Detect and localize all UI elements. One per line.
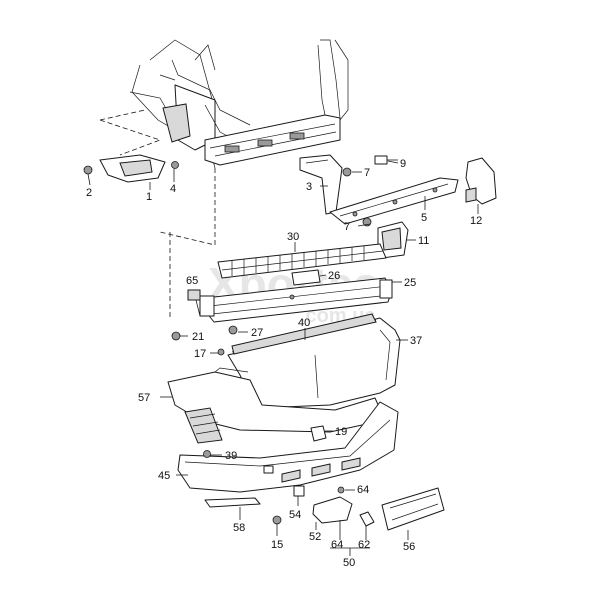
callout-57: 57 bbox=[138, 392, 150, 404]
callout-27: 27 bbox=[251, 327, 263, 339]
callout-4: 4 bbox=[170, 183, 176, 195]
part-nut bbox=[171, 161, 179, 169]
callout-65: 65 bbox=[186, 275, 198, 287]
callout-17: 17 bbox=[194, 348, 206, 360]
callout-2: 2 bbox=[86, 187, 92, 199]
leader-lines bbox=[149, 160, 479, 556]
callout-9: 9 bbox=[400, 158, 406, 170]
part-corner-bracket bbox=[465, 157, 497, 205]
body-rear-panel bbox=[129, 39, 349, 169]
callout-50: 50 bbox=[343, 557, 355, 569]
part-plate-bracket bbox=[381, 487, 445, 531]
callout-52: 52 bbox=[309, 531, 321, 543]
callout-11: 11 bbox=[418, 235, 429, 247]
callout-25: 25 bbox=[404, 277, 416, 289]
callout-56: 56 bbox=[403, 541, 415, 553]
callout-labels: 1 2 3 4 5 7 7 9 11 12 15 17 19 21 25 26 … bbox=[86, 158, 482, 569]
part-reflector bbox=[204, 497, 261, 508]
part-clip-62 bbox=[359, 511, 375, 527]
callout-26: 26 bbox=[328, 270, 340, 282]
part-left-bracket bbox=[83, 154, 166, 186]
callout-7-lower: 7 bbox=[344, 221, 350, 233]
callout-12: 12 bbox=[470, 215, 482, 227]
callout-45: 45 bbox=[158, 470, 170, 482]
part-side-rail bbox=[329, 177, 459, 225]
callout-5: 5 bbox=[421, 212, 427, 224]
callout-3: 3 bbox=[306, 181, 312, 193]
part-bolt bbox=[171, 325, 238, 341]
callout-54: 54 bbox=[289, 509, 301, 521]
callout-19: 19 bbox=[335, 426, 347, 438]
part-screw bbox=[217, 348, 225, 356]
callout-40: 40 bbox=[298, 317, 310, 329]
callout-21: 21 bbox=[192, 331, 204, 343]
part-cover-52 bbox=[312, 496, 353, 524]
part-lower-cover bbox=[167, 367, 386, 444]
callout-64-lower: 64 bbox=[331, 539, 343, 551]
part-clip bbox=[291, 269, 321, 286]
part-bolt-15 bbox=[272, 515, 282, 536]
callout-30: 30 bbox=[287, 231, 299, 243]
callout-15: 15 bbox=[271, 539, 283, 551]
callout-62: 62 bbox=[358, 539, 370, 551]
part-label bbox=[187, 289, 201, 301]
part-clip-64 bbox=[337, 486, 345, 494]
callout-39: 39 bbox=[225, 450, 237, 462]
callout-1: 1 bbox=[146, 191, 152, 203]
callout-37: 37 bbox=[410, 335, 422, 347]
part-bracket-54 bbox=[293, 485, 305, 497]
part-retainer-clip bbox=[310, 425, 327, 442]
part-crossmember bbox=[199, 277, 393, 323]
part-buffer bbox=[377, 221, 409, 259]
part-impact-absorber bbox=[217, 243, 387, 279]
callout-7-upper: 7 bbox=[364, 167, 370, 179]
part-diffuser bbox=[177, 401, 399, 493]
callout-64-upper: 64 bbox=[357, 484, 369, 496]
callout-58: 58 bbox=[233, 522, 245, 534]
part-screw-39 bbox=[203, 450, 211, 458]
